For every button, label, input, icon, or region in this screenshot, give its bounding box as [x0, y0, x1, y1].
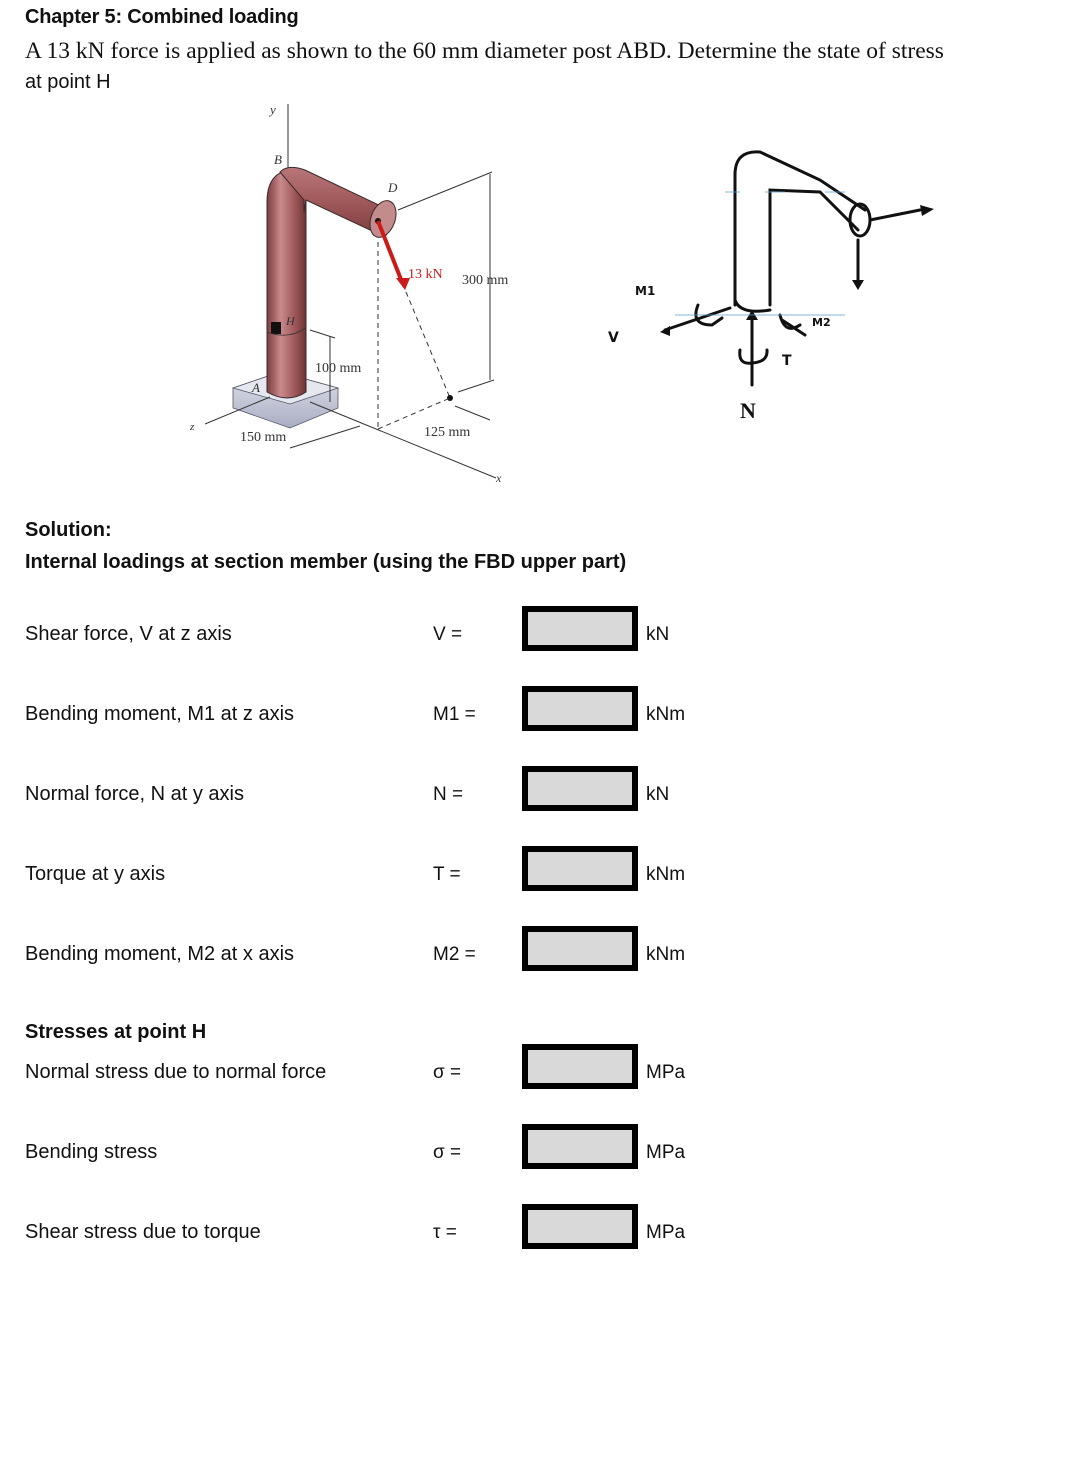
- svg-text:A: A: [251, 380, 260, 395]
- normal-force-input[interactable]: [522, 766, 638, 811]
- bending-moment-m1-symbol: M1 =: [433, 704, 476, 725]
- normal-stress-unit: MPa: [646, 1062, 686, 1083]
- bending-moment-m1-unit: kNm: [646, 704, 686, 725]
- problem-statement-cont: at point H: [25, 71, 111, 93]
- shear-stress-unit: MPa: [646, 1222, 686, 1243]
- bending-stress-label: Bending stress: [25, 1141, 158, 1163]
- normal-stress-input[interactable]: [522, 1044, 638, 1089]
- shear-force-label: Shear force, V at z axis: [25, 623, 232, 645]
- svg-text:z: z: [189, 421, 195, 433]
- bending-stress-unit: MPa: [646, 1142, 686, 1163]
- bending-moment-m2-input[interactable]: [522, 926, 638, 971]
- normal-force-label: Normal force, N at y axis: [25, 783, 244, 805]
- svg-text:100 mm: 100 mm: [315, 361, 361, 376]
- svg-text:N: N: [740, 398, 756, 423]
- solution-heading: Solution:: [25, 519, 112, 541]
- bending-stress-symbol: σ =: [433, 1142, 462, 1163]
- force-label: 13 kN: [408, 267, 443, 282]
- chapter-title: Chapter 5: Combined loading: [25, 6, 299, 28]
- torque-input[interactable]: [522, 846, 638, 891]
- y-axis-label: y: [268, 102, 276, 117]
- bending-moment-m1-label: Bending moment, M1 at z axis: [25, 703, 295, 725]
- shear-stress-label: Shear stress due to torque: [25, 1221, 261, 1243]
- svg-text:H: H: [285, 314, 296, 328]
- svg-text:T: T: [782, 353, 792, 369]
- stresses-heading: Stresses at point H: [25, 1021, 207, 1043]
- svg-text:125 mm: 125 mm: [424, 425, 470, 440]
- solution-subheading: Internal loadings at section member (usi…: [25, 551, 627, 573]
- bending-moment-m1-input[interactable]: [522, 686, 638, 731]
- torque-unit: kNm: [646, 864, 686, 885]
- normal-force-unit: kN: [646, 784, 670, 805]
- svg-text:x: x: [495, 471, 502, 485]
- svg-text:B: B: [274, 152, 282, 167]
- bending-moment-m2-symbol: M2 =: [433, 944, 476, 965]
- post-diagram: y B A D H 13 kN x z 300 mm 100 mm 150 mm…: [189, 102, 508, 485]
- svg-text:V: V: [608, 330, 619, 346]
- shear-force-input[interactable]: [522, 606, 638, 651]
- svg-text:150 mm: 150 mm: [240, 430, 286, 445]
- bending-stress-input[interactable]: [522, 1124, 638, 1169]
- bending-moment-m2-unit: kNm: [646, 944, 686, 965]
- svg-text:M1: M1: [635, 284, 655, 298]
- normal-stress-symbol: σ =: [433, 1062, 462, 1083]
- shear-force-symbol: V =: [433, 624, 463, 645]
- torque-symbol: T =: [433, 864, 461, 885]
- normal-force-symbol: N =: [433, 784, 464, 805]
- svg-text:M2: M2: [812, 316, 831, 329]
- torque-label: Torque at y axis: [25, 863, 166, 885]
- shear-stress-input[interactable]: [522, 1204, 638, 1249]
- svg-text:300 mm: 300 mm: [462, 273, 508, 288]
- shear-force-unit: kN: [646, 624, 670, 645]
- bending-moment-m2-label: Bending moment, M2 at x axis: [25, 943, 295, 965]
- shear-stress-symbol: τ =: [433, 1222, 457, 1243]
- problem-statement: A 13 kN force is applied as shown to the…: [25, 38, 944, 64]
- normal-stress-label: Normal stress due to normal force: [25, 1061, 327, 1083]
- fbd-sketch: M1 V M2 T N: [608, 150, 934, 423]
- svg-text:D: D: [387, 180, 398, 195]
